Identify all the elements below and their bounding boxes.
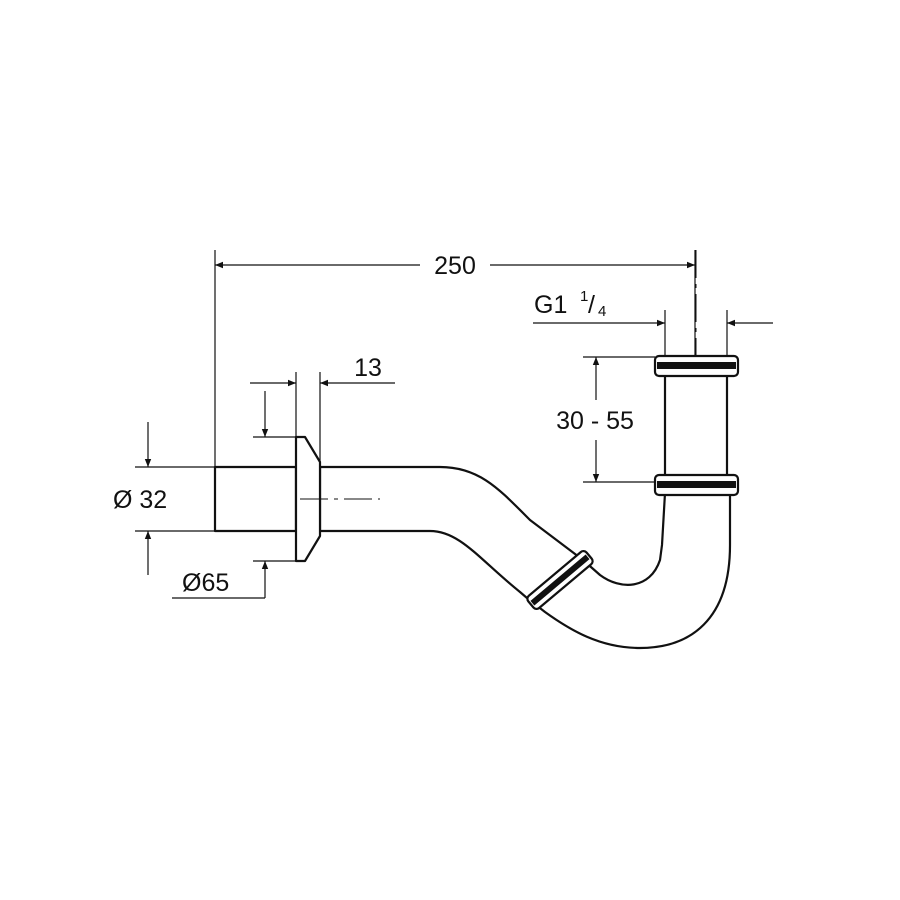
dimension-flange-thickness: 13 [250, 354, 395, 462]
dimension-thread: G1 1 / 4 [533, 288, 773, 356]
wall-pipe [213, 465, 298, 533]
svg-text:1: 1 [580, 288, 588, 305]
dimension-adjust-range: 30 - 55 [556, 356, 655, 483]
angled-connector-ring [526, 549, 594, 611]
svg-text:/: / [588, 291, 595, 319]
svg-text:G1: G1 [534, 291, 567, 319]
svg-text:30 - 55: 30 - 55 [556, 407, 634, 435]
bottom-ring [653, 473, 740, 497]
svg-text:Ø 32: Ø 32 [113, 486, 167, 514]
dimension-250: 250 [214, 250, 696, 467]
top-ring [653, 354, 740, 378]
extension-tube [663, 363, 729, 487]
svg-text:250: 250 [434, 252, 476, 280]
dimension-pipe-diameter: Ø 32 [113, 422, 215, 575]
dimension-flange-diameter: Ø65 [172, 391, 296, 599]
svg-text:4: 4 [598, 303, 606, 320]
svg-text:Ø65: Ø65 [182, 569, 229, 597]
svg-text:13: 13 [354, 354, 382, 382]
